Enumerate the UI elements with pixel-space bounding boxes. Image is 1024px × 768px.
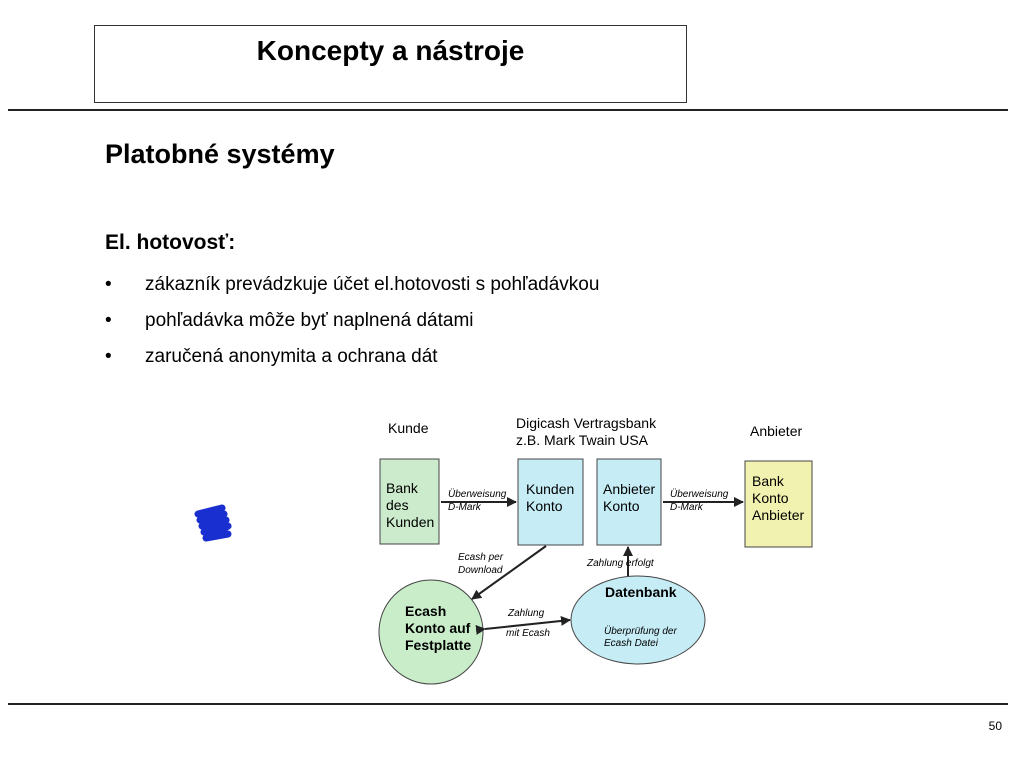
arrow-label: Zahlung erfolgt xyxy=(586,558,655,569)
bullet-text: pohľadávka môže byť naplnená dátami xyxy=(145,310,474,331)
bullet-item: • pohľadávka môže byť naplnená dátami xyxy=(105,307,599,343)
slide-title: Koncepty a nástroje xyxy=(256,35,525,66)
bullet-text: zákazník prevádzkuje účet el.hotovosti s… xyxy=(145,274,600,295)
bullet-dot: • xyxy=(105,346,112,367)
bullet-dot: • xyxy=(105,310,112,331)
label-kunde: Kunde xyxy=(388,420,429,436)
ellipse-title: Datenbank xyxy=(605,584,677,600)
box-text: Konto xyxy=(752,490,789,506)
arrow-label: D-Mark xyxy=(448,502,482,513)
box-text: Kunden xyxy=(386,514,434,530)
arrow-ecash-download xyxy=(471,545,547,600)
box-text: des xyxy=(386,497,409,513)
box-text: Anbieter xyxy=(603,481,655,497)
bullet-dot: • xyxy=(105,274,112,295)
bottom-divider xyxy=(8,703,1008,705)
circle-text: Festplatte xyxy=(405,637,471,653)
label-anbieter: Anbieter xyxy=(750,423,802,439)
top-divider xyxy=(8,109,1008,111)
box-text: Konto xyxy=(526,498,563,514)
page-number: 50 xyxy=(988,719,1002,733)
sub-heading: El. hotovosť: xyxy=(105,231,236,254)
bullet-item: • zákazník prevádzkuje účet el.hotovosti … xyxy=(105,271,599,307)
arrow-zahlung-ecash xyxy=(475,615,571,635)
ellipse-sub: Ecash Datei xyxy=(604,638,659,649)
box-text: Bank xyxy=(386,480,419,496)
box-kunden-konto xyxy=(517,458,584,546)
bullet-item: • zaručená anonymita a ochrana dát xyxy=(105,343,599,379)
section-heading: Platobné systémy xyxy=(105,139,335,169)
circle-text: Konto auf xyxy=(405,620,471,636)
arrow-label: Ecash per xyxy=(458,552,504,563)
ellipse-sub: Überprüfung der xyxy=(604,625,677,637)
circle-text: Ecash xyxy=(405,603,446,619)
arrow-label: Zahlung xyxy=(507,608,545,619)
title-box: Koncepty a nástroje xyxy=(94,25,687,103)
arrow-label: D-Mark xyxy=(670,502,704,513)
box-bank-anbieter xyxy=(744,460,813,548)
label-digicash-1: Digicash Vertragsbank xyxy=(516,415,657,431)
box-text: Konto xyxy=(603,498,640,514)
label-digicash-2: z.B. Mark Twain USA xyxy=(516,432,649,448)
box-text: Kunden xyxy=(526,481,574,497)
arrow-label: Überweisung xyxy=(670,488,729,500)
bullet-text: zaručená anonymita a ochrana dát xyxy=(145,346,438,367)
squiggle-icon xyxy=(194,504,232,542)
arrow-label: Download xyxy=(458,565,503,576)
box-text: Bank xyxy=(752,473,785,489)
box-text: Anbieter xyxy=(752,507,804,523)
arrow-label: Überweisung xyxy=(448,488,507,500)
ellipse-datenbank xyxy=(570,575,706,665)
box-anbieter-konto xyxy=(596,458,662,546)
arrow-label: mit Ecash xyxy=(506,628,550,639)
box-bank-kunden xyxy=(379,458,440,545)
bullet-list: • zákazník prevádzkuje účet el.hotovosti … xyxy=(105,271,599,379)
